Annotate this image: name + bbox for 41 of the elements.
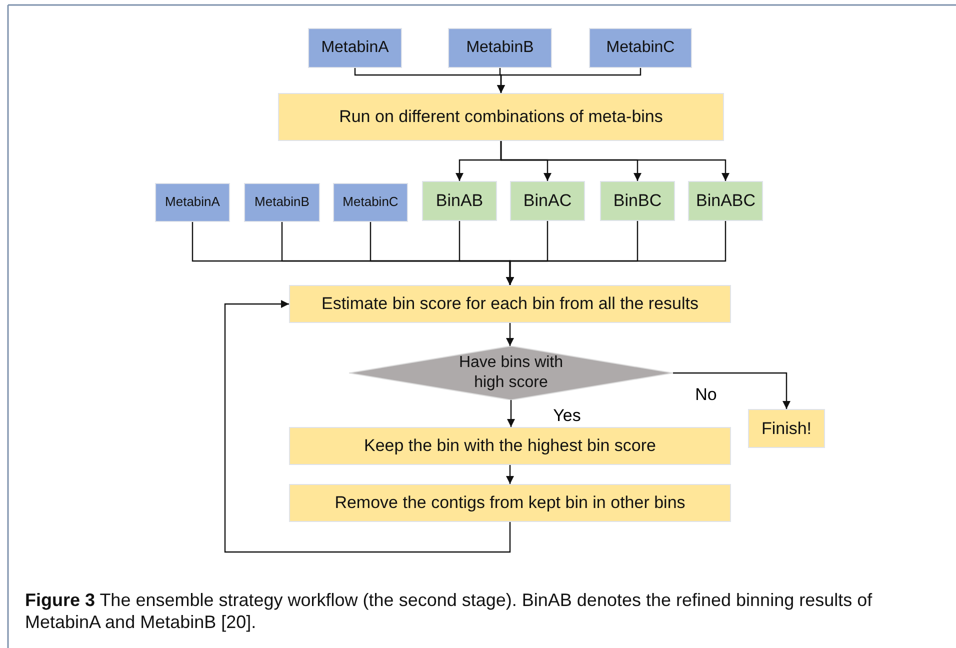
arrow — [506, 465, 514, 484]
arrow — [497, 68, 642, 93]
arrow — [506, 323, 514, 346]
node-text: BinAC — [523, 190, 572, 212]
node-text: MetabinA — [165, 194, 220, 211]
bin-box — [448, 28, 552, 68]
decision-diamond — [349, 346, 673, 400]
bin-box — [155, 183, 230, 222]
process-box — [278, 93, 724, 141]
arrow — [507, 400, 515, 427]
process-box — [748, 409, 825, 448]
bin-box — [422, 181, 497, 221]
node-text: MetabinC — [606, 38, 675, 58]
bin-box — [308, 28, 402, 68]
node-text: MetabinB — [466, 38, 534, 58]
bin-box — [333, 183, 408, 222]
bin-box — [688, 181, 763, 221]
process-box — [289, 285, 731, 323]
bin-box — [244, 183, 320, 222]
node-text: MetabinA — [321, 38, 389, 58]
arrow — [224, 300, 511, 553]
node-text: Have bins with high score — [458, 353, 564, 393]
arrow — [500, 141, 730, 181]
node-text: BinABC — [696, 190, 755, 212]
node-text: Finish! — [761, 418, 812, 440]
bin-box — [510, 181, 585, 221]
process-box — [289, 484, 731, 522]
figure-caption: Figure 3 The ensemble strategy workflow (the second stage). BinAB denotes the refined binning results of MetabinA and MetabinB [20]. — [25, 590, 874, 634]
bin-box — [589, 28, 692, 68]
node-text: MetabinB — [254, 194, 310, 211]
node-text: Keep the bin with the highest bin score — [364, 435, 656, 457]
bin-box — [600, 181, 675, 221]
arrow — [673, 372, 790, 409]
node-text: Run on different combinations of meta-bins — [339, 106, 663, 128]
node-text: MetabinC — [342, 194, 398, 211]
arrow — [506, 221, 726, 285]
process-box — [289, 427, 731, 465]
node-text: Estimate bin score for each bin from all the results — [322, 293, 698, 315]
node-text: BinBC — [613, 190, 662, 212]
node-text: Remove the contigs from kept bin in other bins — [334, 492, 686, 514]
node-text: BinAB — [436, 190, 484, 212]
